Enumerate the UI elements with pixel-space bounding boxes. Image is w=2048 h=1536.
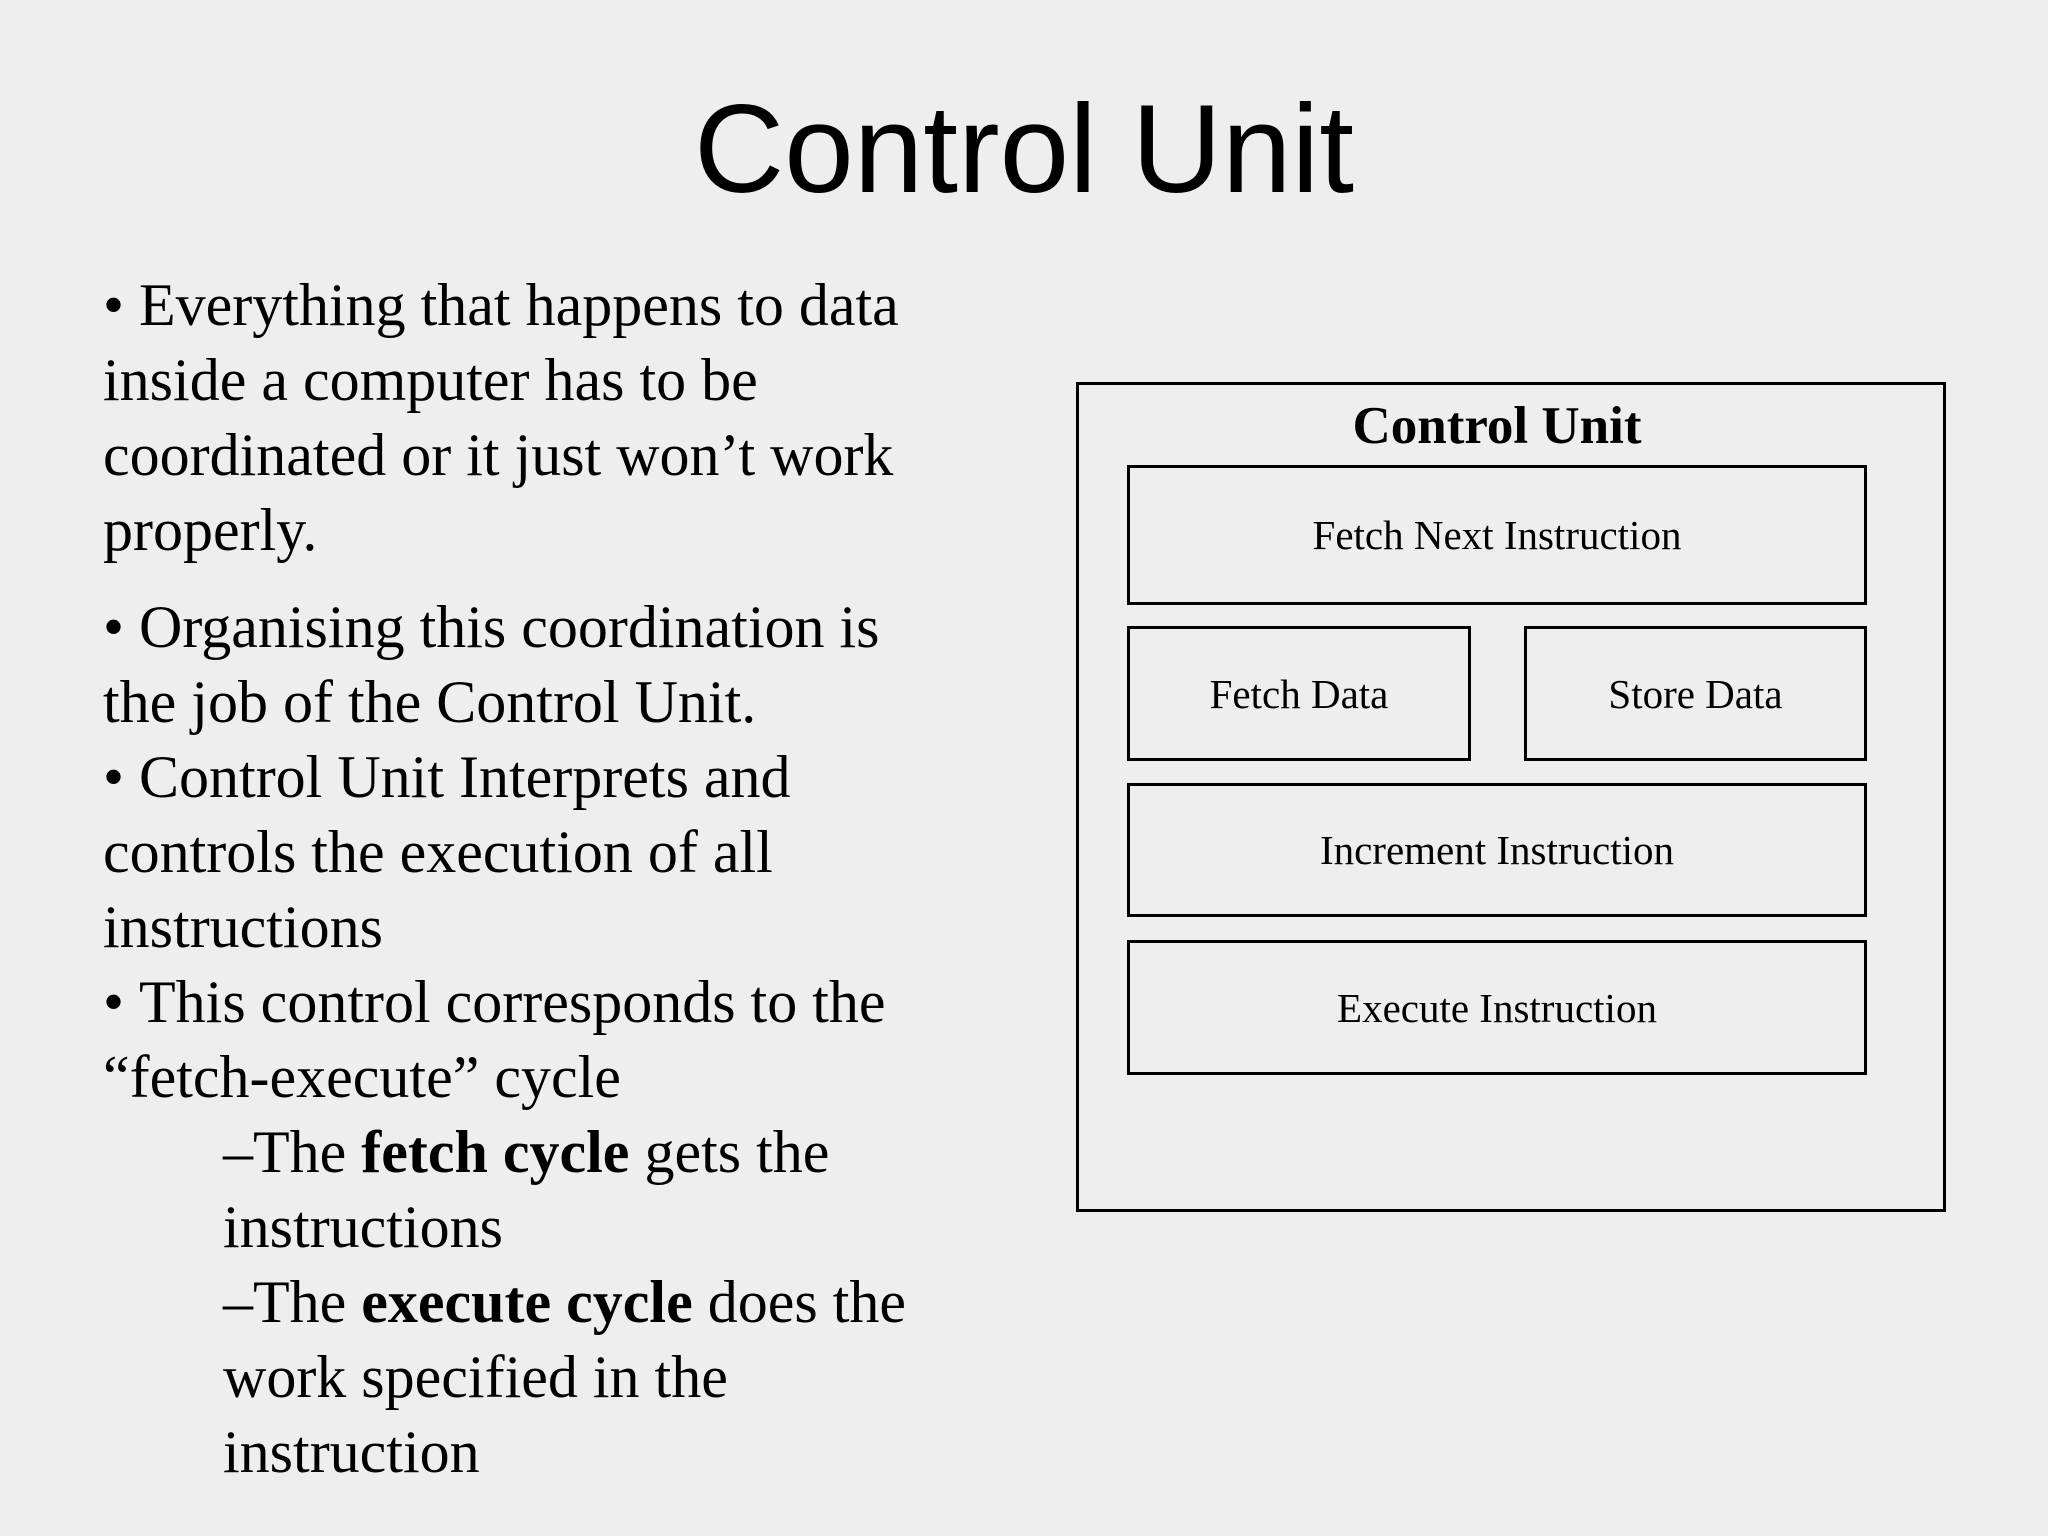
bullet-item: •This control corresponds to the “fetch-… <box>103 965 943 1115</box>
sub-bullet-text: does the work specified in the instructi… <box>223 1269 906 1485</box>
bullet-marker: • <box>103 744 125 810</box>
diagram-box-execute-instruction: Execute Instruction <box>1127 940 1867 1075</box>
bullet-item: •Organising this coordination is the job… <box>103 590 943 740</box>
bullet-item: •Everything that happens to data inside … <box>103 268 943 568</box>
bullet-marker: • <box>103 969 125 1035</box>
bullet-item: •Control Unit Interprets and controls th… <box>103 740 943 965</box>
control-unit-diagram: Control Unit Fetch Next Instruction Fetc… <box>1076 382 1946 1212</box>
sub-bullet-text: The <box>253 1119 362 1185</box>
sub-bullet-text: gets the instructions <box>223 1119 830 1260</box>
diagram-content: Fetch Next Instruction Fetch Data Store … <box>1127 465 1867 1075</box>
sub-bullet-marker: – <box>223 1269 253 1335</box>
sub-bullet-item: –The fetch cycle gets the instructions <box>223 1115 943 1265</box>
sub-bullet-marker: – <box>223 1119 253 1185</box>
sub-bullet-bold-text: execute cycle <box>361 1269 693 1335</box>
diagram-box-fetch-data: Fetch Data <box>1127 626 1471 761</box>
bullet-text: Control Unit Interprets and controls the… <box>103 744 791 960</box>
diagram-title: Control Unit <box>1352 397 1642 455</box>
bullet-marker: • <box>103 272 125 338</box>
page-title: Control Unit <box>694 80 1354 219</box>
bullet-text: Organising this coordination is the job … <box>103 594 880 735</box>
sub-bullet-item: –The execute cycle does the work specifi… <box>223 1265 943 1490</box>
bullet-text: Everything that happens to data inside a… <box>103 272 899 563</box>
bullet-marker: • <box>103 594 125 660</box>
diagram-row-fetch-store: Fetch Data Store Data <box>1127 626 1867 761</box>
bullet-list: •Everything that happens to data inside … <box>103 268 943 1490</box>
diagram-box-fetch-next-instruction: Fetch Next Instruction <box>1127 465 1867 605</box>
bullet-text: This control corresponds to the “fetch-e… <box>103 969 886 1110</box>
sub-bullet-text: The <box>253 1269 362 1335</box>
sub-bullet-bold-text: fetch cycle <box>361 1119 630 1185</box>
diagram-box-increment-instruction: Increment Instruction <box>1127 783 1867 917</box>
diagram-box-store-data: Store Data <box>1524 626 1867 761</box>
